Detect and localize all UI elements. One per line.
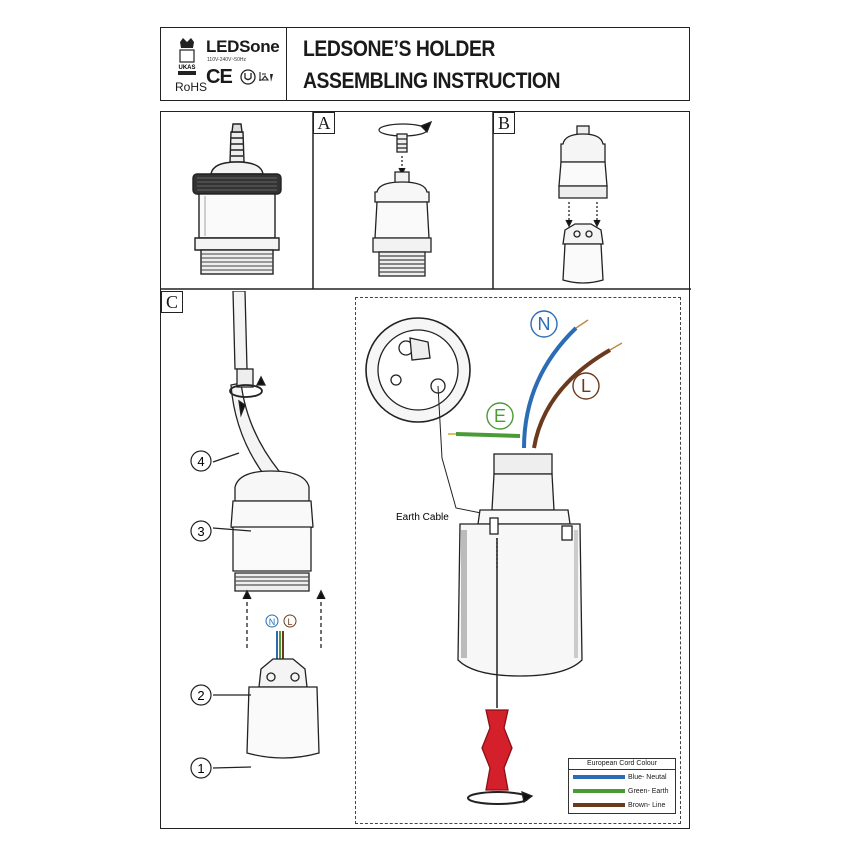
brand-name: LEDSone (206, 37, 280, 56)
step-4-number: 4 (197, 454, 204, 469)
legend-row: Brown- Line (569, 798, 675, 812)
panel-b-illustration (558, 125, 608, 284)
small-wire-tags: N L (265, 614, 297, 628)
small-tag-l: L (287, 617, 292, 627)
legend-swatch (573, 775, 625, 779)
panel-b-label: B (493, 112, 515, 134)
panel-a-illustration (372, 120, 433, 277)
legend-label: Brown- Line (628, 801, 666, 809)
voltage-rating: 110V-240V~50Hz (207, 57, 246, 63)
legend-label: Blue- Neutal (628, 773, 667, 781)
step-2-number: 2 (197, 688, 204, 703)
legend-row: Blue- Neutal (569, 770, 675, 784)
title-line-1: LEDSONE’S HOLDER (303, 36, 495, 61)
wiring-detail-illustration: N L E Earth Cable (365, 310, 623, 805)
tag-n: N (538, 314, 551, 334)
assembled-holder-illustration (192, 123, 282, 275)
wire-tags: N L E (486, 310, 600, 430)
legend-row: Green- Earth (569, 784, 675, 798)
step-1-number: 1 (197, 761, 204, 776)
legend-swatch (573, 789, 625, 793)
legend-label: Green- Earth (628, 787, 669, 795)
legend-title: European Cord Colour (569, 759, 675, 770)
ul-mark-icon (240, 69, 273, 85)
ce-mark: CE (206, 66, 233, 88)
panel-a-label: A (313, 112, 335, 134)
ukas-crown-icon: UKAS (178, 38, 196, 75)
header-box: UKAS LEDSone 110V-240V~50Hz CE RoHS LEDS… (160, 27, 690, 101)
logo-cell: UKAS LEDSone 110V-240V~50Hz CE RoHS (161, 28, 287, 100)
step-3-number: 3 (197, 524, 204, 539)
panel-c-label: C (161, 291, 183, 313)
tag-l: L (581, 376, 591, 396)
frame-dividers (161, 112, 691, 290)
ukas-label: UKAS (178, 65, 195, 71)
legend-swatch (573, 803, 625, 807)
tag-e: E (494, 406, 506, 426)
wiring-detail-box: N L E Earth Cable European Cord Colour B… (355, 297, 681, 824)
panel-c-assembly-illustration: 4 3 2 1 N L (190, 291, 326, 779)
earth-cable-label: Earth Cable (396, 512, 449, 523)
small-tag-n: N (269, 617, 276, 627)
instruction-frame: A B (160, 111, 691, 829)
title-line-2: ASSEMBLING INSTRUCTION (303, 68, 561, 93)
step-markers: 4 3 2 1 (190, 450, 212, 779)
rohs-mark: RoHS (175, 80, 208, 94)
